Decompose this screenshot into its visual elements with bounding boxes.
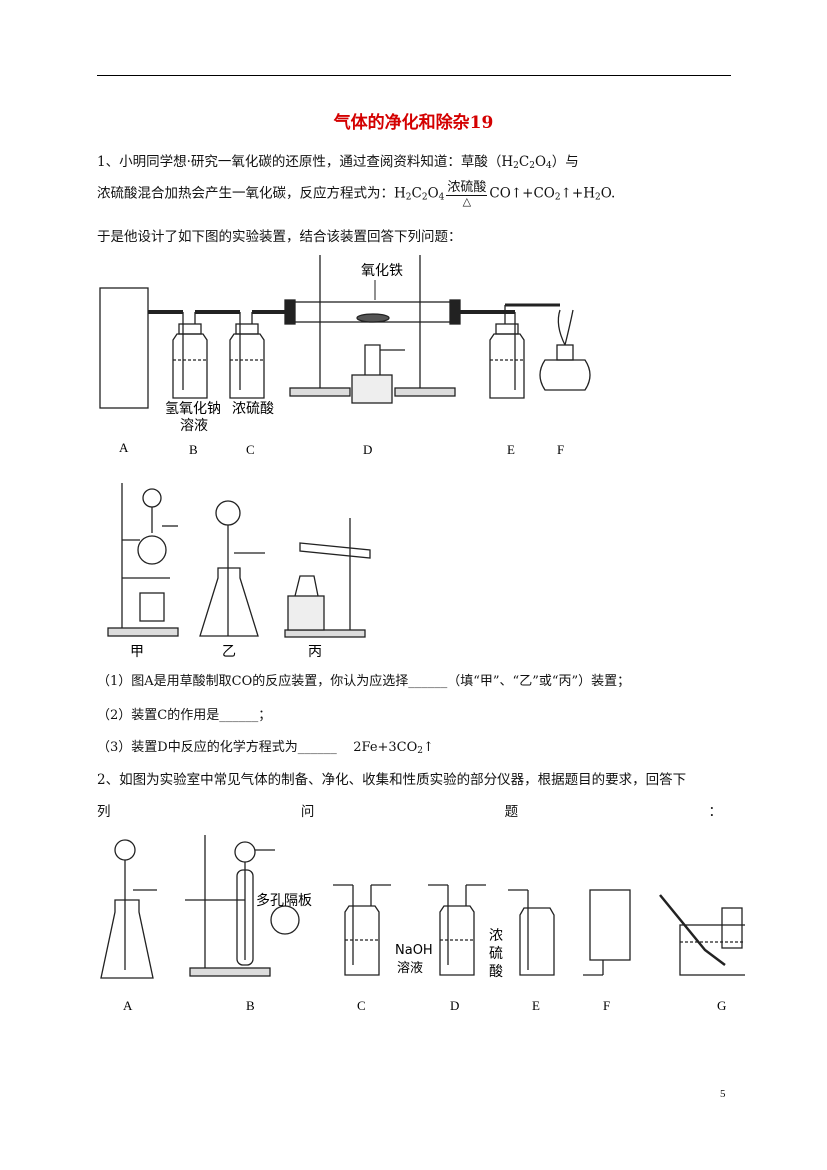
trough-g [679, 924, 745, 976]
apparatus-a-box [99, 287, 149, 409]
label-d-char2: 硫 [489, 946, 503, 962]
label-solution-2: 溶液 [397, 961, 423, 976]
label-porous-plate: 多孔隔板 [256, 892, 312, 909]
q2-line2: 列 问 题 ： [97, 804, 722, 820]
bottle-c2 [344, 905, 380, 976]
q2-letter-e: E [532, 998, 540, 1013]
q2-letter-f: F [603, 998, 610, 1013]
letter-f: F [557, 442, 564, 457]
label-solution: 溶液 [180, 418, 208, 434]
porous-plate [270, 905, 300, 935]
collector-f [589, 889, 631, 961]
label-d-char1: 浓 [489, 928, 503, 944]
label-iron-oxide: 氧化铁 [361, 263, 403, 279]
q2-letter-g: G [717, 998, 726, 1013]
q2-letter-c: C [357, 998, 366, 1013]
page-number: 5 [720, 1088, 726, 1100]
page-title: 气体的净化和除杂19 [333, 113, 494, 133]
bottle-b [172, 333, 208, 399]
q2-letter-d: D [450, 998, 459, 1013]
q1-sub1: （1）图A是用草酸制取CO的反应装置，你认为应选择______（填“甲”、“乙”… [97, 674, 631, 689]
figure-q2-apparatus: 多孔隔板 NaOH 溶液 浓 硫 酸 A B C D E F G [100, 835, 745, 1013]
label-naoh: 氢氧化钠 [165, 401, 221, 417]
q2-line1: 2、如图为实验室中常见气体的制备、净化、收集和性质实验的部分仪器，根据题目的要求… [97, 772, 687, 788]
letter-d: D [363, 442, 372, 457]
letter-a: A [119, 440, 129, 455]
label-d-char3: 酸 [489, 964, 503, 980]
letter-b: B [189, 442, 198, 457]
figure-generators: 甲 乙 丙 [107, 483, 371, 660]
bottle-e2 [519, 907, 555, 976]
letter-e: E [507, 442, 515, 457]
label-jia: 甲 [130, 644, 144, 660]
q1-line3: 于是他设计了如下图的实验装置，结合该装置回答下列问题： [97, 229, 462, 245]
label-naoh-2: NaOH [395, 943, 433, 958]
q2-letter-a: A [123, 998, 133, 1013]
test-tube-bing [299, 542, 371, 559]
q2-letter-b: B [246, 998, 255, 1013]
letter-c: C [246, 442, 255, 457]
q1-sub2: （2）装置C的作用是______； [97, 708, 272, 723]
figure-apparatus-a-to-f: 氧化铁 氢氧化钠 溶液 浓硫酸 A B C D E F [99, 255, 591, 457]
bottle-d2 [439, 905, 475, 976]
conical-flask-yi [199, 567, 259, 637]
reaction-condition: 浓硫酸△ [446, 180, 488, 208]
q1-line1: 1、小明同学想·研究一氧化碳的还原性，通过查阅资料知道：草酸（H2C2O4）与 [97, 154, 579, 171]
bottle-e [489, 333, 525, 399]
label-conc-sulfuric: 浓硫酸 [232, 401, 274, 417]
flask-a [100, 899, 154, 979]
label-yi: 乙 [222, 644, 236, 660]
bottle-c [229, 333, 265, 399]
header-rule [97, 75, 731, 76]
alcohol-lamp-f [539, 359, 591, 391]
q1-sub3: （3）装置D中反应的化学方程式为______ 2Fe+3CO2↑ [97, 740, 434, 756]
label-bing: 丙 [308, 644, 322, 660]
